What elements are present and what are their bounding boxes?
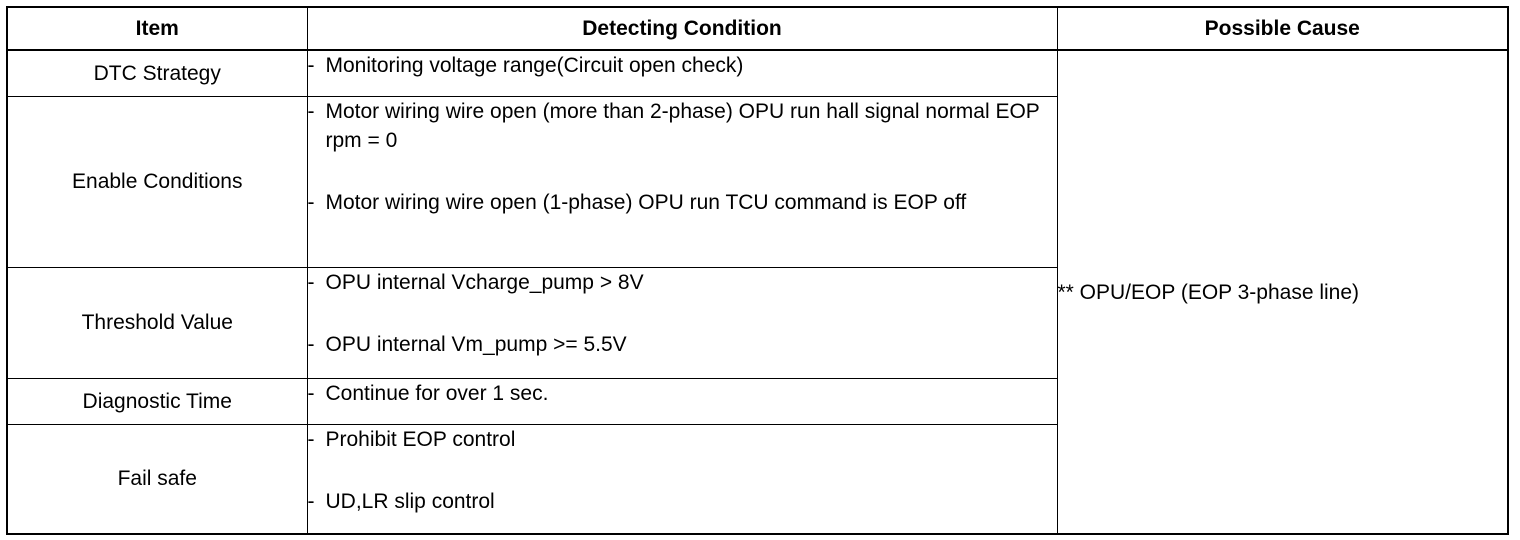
table-row: Fail safe - Prohibit EOP control - UD,LR… xyxy=(6,423,1508,535)
bullet-dash: - xyxy=(307,332,315,356)
condition-cell: - Monitoring voltage range(Circuit open … xyxy=(306,49,1058,97)
bullet-dash: - xyxy=(307,427,315,451)
item-fail-safe: Fail safe xyxy=(6,423,308,535)
condition-bullet: - Motor wiring wire open (1-phase) OPU r… xyxy=(308,188,1057,217)
header-detecting-condition: Detecting Condition xyxy=(306,6,1058,51)
condition-text: Motor wiring wire open (more than 2-phas… xyxy=(325,99,1040,152)
bullet-spacer xyxy=(308,297,1057,330)
condition-bullet: - OPU internal Vm_pump >= 5.5V xyxy=(308,330,1057,359)
condition-text: OPU internal Vm_pump >= 5.5V xyxy=(325,332,627,356)
condition-text: Continue for over 1 sec. xyxy=(325,381,549,405)
item-dtc-strategy: DTC Strategy xyxy=(6,49,308,97)
bullet-dash: - xyxy=(307,190,315,214)
bullet-dash: - xyxy=(307,381,315,405)
condition-text: Motor wiring wire open (1-phase) OPU run… xyxy=(325,190,967,214)
item-threshold-value: Threshold Value xyxy=(6,266,308,379)
condition-bullet: - UD,LR slip control xyxy=(308,487,1057,516)
condition-bullet: - Motor wiring wire open (more than 2-ph… xyxy=(308,97,1057,155)
table-row: DTC Strategy - Monitoring voltage range(… xyxy=(6,49,1509,535)
bullet-dash: - xyxy=(307,489,315,513)
condition-cell: - Motor wiring wire open (more than 2-ph… xyxy=(306,95,1058,268)
header-row: Item Detecting Condition Possible Cause xyxy=(6,6,1509,51)
bullet-dash: - xyxy=(307,270,315,294)
dtc-table: Item Detecting Condition Possible Cause … xyxy=(6,6,1509,535)
condition-bullet: - Continue for over 1 sec. xyxy=(308,379,1057,408)
header-possible-cause: Possible Cause xyxy=(1056,6,1509,51)
condition-bullet: - Prohibit EOP control xyxy=(308,425,1057,454)
bullet-spacer xyxy=(308,454,1057,487)
condition-text: OPU internal Vcharge_pump > 8V xyxy=(325,270,644,294)
item-enable-conditions: Enable Conditions xyxy=(6,95,308,268)
possible-cause-cell: ** OPU/EOP (EOP 3-phase line) xyxy=(1056,49,1509,535)
bullet-dash: - xyxy=(307,54,315,77)
table-row: Diagnostic Time - Continue for over 1 se… xyxy=(6,377,1508,425)
table-row: Enable Conditions - Motor wiring wire op… xyxy=(6,95,1508,268)
condition-bullet: - OPU internal Vcharge_pump > 8V xyxy=(308,268,1057,297)
item-diagnostic-time: Diagnostic Time xyxy=(6,377,308,425)
condition-cell: - OPU internal Vcharge_pump > 8V - OPU i… xyxy=(306,266,1058,379)
condition-text: Prohibit EOP control xyxy=(325,427,516,451)
header-item: Item xyxy=(6,6,308,51)
bullet-spacer xyxy=(308,155,1057,188)
condition-cell: - Prohibit EOP control - UD,LR slip cont… xyxy=(306,423,1058,535)
condition-bullet: - Monitoring voltage range(Circuit open … xyxy=(308,51,1057,80)
condition-cell: - Continue for over 1 sec. xyxy=(306,377,1058,425)
condition-text: Monitoring voltage range(Circuit open ch… xyxy=(325,54,744,77)
condition-text: UD,LR slip control xyxy=(325,489,495,513)
bullet-dash: - xyxy=(307,99,315,123)
